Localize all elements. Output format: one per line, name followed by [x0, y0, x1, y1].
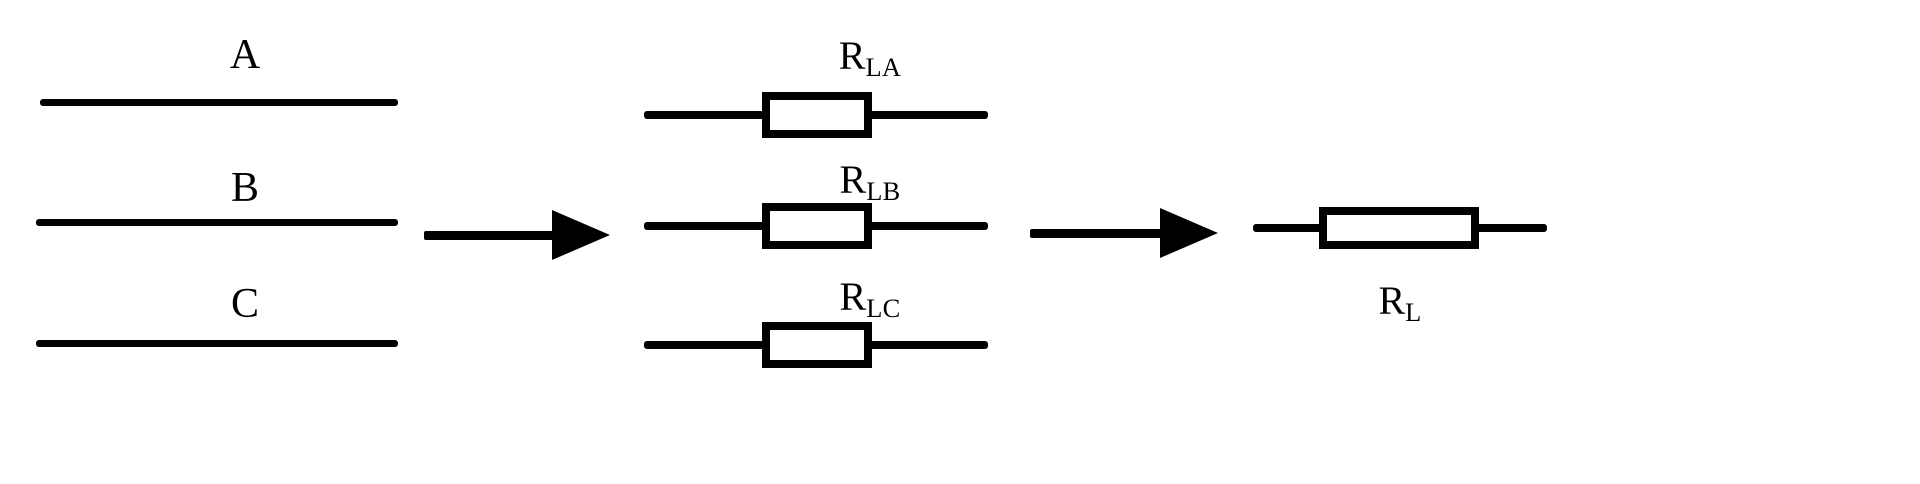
resistor-label-rlb-main: R — [839, 157, 867, 202]
resistor-body — [762, 92, 872, 138]
resistor-label-rlb: RLB — [740, 157, 1000, 205]
arrow-head — [1160, 208, 1218, 258]
resistor-lead-right — [870, 111, 988, 119]
arrow-shaft — [1030, 229, 1172, 238]
resistor-lead-left — [644, 111, 764, 119]
resistor-lead-right — [870, 341, 988, 349]
resistor-label-rla-sub: LA — [865, 51, 902, 82]
resistor-label-rlc-main: R — [839, 274, 867, 319]
arrow-stage2-to-stage3 — [1030, 208, 1220, 258]
resistor-label-rla: RLA — [740, 33, 1000, 81]
resistor-label-rl-sub: L — [1405, 296, 1422, 327]
resistor-body — [762, 322, 872, 368]
resistor-rlc — [644, 322, 988, 368]
conductor-label-c: C — [230, 281, 259, 327]
resistor-body — [1319, 207, 1479, 249]
resistor-lead-right — [870, 222, 988, 230]
resistor-body — [762, 203, 872, 249]
resistor-rl — [1253, 207, 1547, 249]
conductor-label-a: A — [229, 32, 261, 78]
resistor-lead-left — [1253, 224, 1325, 232]
resistor-label-rl-main: R — [1378, 278, 1406, 323]
resistor-lead-left — [644, 222, 764, 230]
resistor-lead-right — [1475, 224, 1547, 232]
conductor-line-a — [40, 99, 398, 106]
resistor-rla — [644, 92, 988, 138]
resistor-lead-left — [644, 341, 764, 349]
resistor-label-rl: RL — [1270, 278, 1530, 326]
conductor-line-c — [36, 340, 398, 347]
conductor-label-b: B — [230, 165, 259, 211]
resistor-label-rlb-sub: LB — [866, 175, 901, 206]
resistor-label-rlc: RLC — [740, 274, 1000, 322]
resistor-label-rlc-sub: LC — [866, 292, 901, 323]
arrow-shaft — [424, 231, 564, 240]
resistor-label-rla-main: R — [838, 33, 866, 78]
resistor-rlb — [644, 203, 988, 249]
conductor-line-b — [36, 219, 398, 226]
arrow-stage1-to-stage2 — [424, 210, 610, 260]
arrow-head — [552, 210, 610, 260]
